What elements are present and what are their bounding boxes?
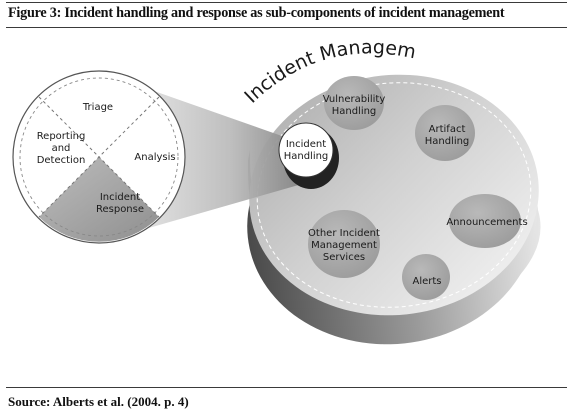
left-circle <box>12 70 186 244</box>
figure-source: Source: Alberts et al. (2004. p. 4) <box>8 394 189 409</box>
figure-title: Figure 3: Incident handling and response… <box>8 5 505 21</box>
vulnerability-handling-label-line2: Handling <box>332 106 377 117</box>
incident-handling-label-line1: Incident <box>286 139 326 150</box>
reporting-label-line1: Reporting <box>37 131 86 142</box>
analysis-label: Analysis <box>134 152 175 163</box>
other-services-label-line3: Services <box>323 252 365 263</box>
artifact-handling-bubble <box>415 105 475 161</box>
other-services-label-line1: Other Incident <box>308 228 380 239</box>
alerts-bubble <box>402 254 450 300</box>
other-services-bubble <box>308 210 380 278</box>
top-rule <box>6 2 567 3</box>
incident-handling-label-line2: Handling <box>284 151 329 162</box>
alerts-label: Alerts <box>412 276 441 287</box>
reporting-label-line2: and <box>52 143 71 154</box>
source-rule <box>6 387 567 388</box>
triage-label: Triage <box>82 102 113 113</box>
vulnerability-handling-label-line1: Vulnerability <box>323 94 386 105</box>
incident-response-wedge <box>39 157 159 242</box>
disk-dashed-ring <box>256 82 532 308</box>
artifact-handling-label-line2: Handling <box>425 136 470 147</box>
incident-response-label-line2: Response <box>96 204 144 215</box>
artifact-handling-label-line1: Artifact <box>429 124 466 135</box>
title-rule <box>6 27 567 28</box>
incident-response-label-line1: Incident <box>100 192 140 203</box>
vulnerability-handling-bubble <box>324 76 384 130</box>
reporting-label-line3: Detection <box>37 155 86 166</box>
other-services-label-line2: Management <box>311 240 377 251</box>
announcements-label: Announcements <box>446 217 527 228</box>
announcements-bubble <box>449 194 521 248</box>
incident-handling-circle <box>278 122 334 178</box>
